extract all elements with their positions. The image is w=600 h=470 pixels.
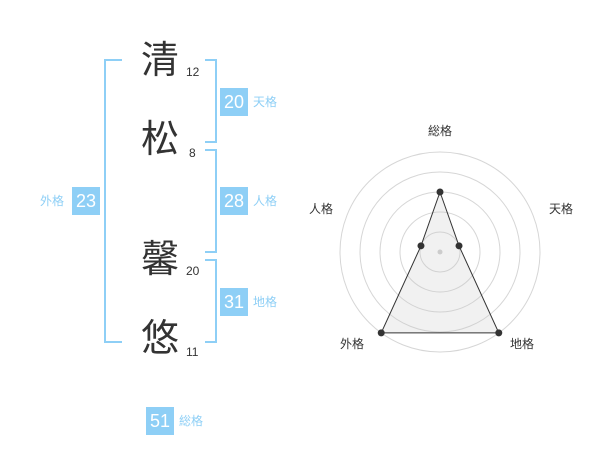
chikaku-bracket [205,259,217,343]
radar-ring [399,211,481,293]
radar-point [417,242,425,250]
tenkaku-value: 20 [220,88,248,116]
radar-center-dot [437,249,443,255]
gaikaku-value: 23 [72,187,100,215]
tenkaku-label: 天格 [253,95,278,109]
radar-axis-label: 天格 [549,202,574,216]
stroke-count-3: 20 [186,264,200,278]
stroke-count-4: 11 [186,345,199,359]
soukaku-label: 総格 [179,414,204,428]
radar-area [380,190,500,334]
radar-point [455,242,463,250]
chikaku-value: 31 [220,288,248,316]
radar-axis-label: 人格 [309,202,334,216]
jinkaku-bracket [205,149,217,253]
radar-point [377,329,385,337]
name-char-3: 馨 [140,237,179,281]
gaikaku-bracket [104,59,122,343]
stroke-count-1: 12 [186,65,200,79]
radar-ring [339,151,541,353]
jinkaku-label: 人格 [253,194,278,208]
stroke-count-2: 8 [189,146,196,160]
radar-axis-label: 総格 [428,124,453,138]
name-char-4: 悠 [140,316,179,360]
chikaku-label: 地格 [253,295,278,309]
name-char-1: 清 [140,38,179,82]
radar-axis-label: 外格 [340,337,365,351]
gaikaku-label: 外格 [40,194,65,208]
soukaku-value: 51 [146,407,174,435]
jinkaku-value: 28 [220,187,248,215]
radar-point [436,188,444,196]
name-char-2: 松 [140,117,179,161]
radar-ring [359,171,521,333]
radar-point [495,329,503,337]
radar-axis-label: 地格 [510,337,535,351]
radar-ring [419,231,461,273]
tenkaku-bracket [205,59,217,143]
